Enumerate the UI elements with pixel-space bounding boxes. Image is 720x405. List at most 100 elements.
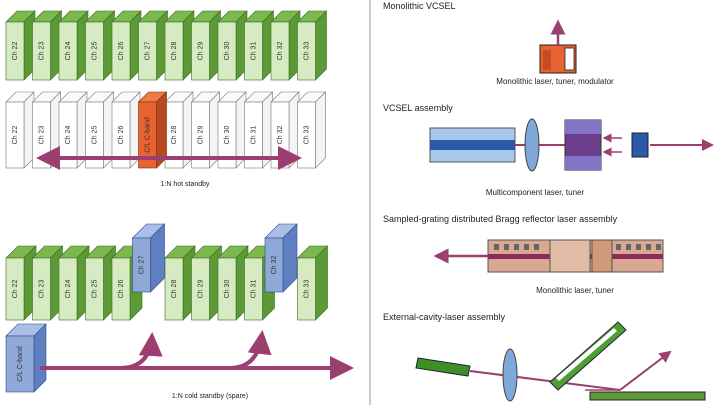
cold-card: Ch 23 <box>31 245 64 321</box>
top-card-label: Ch 23 <box>39 42 46 61</box>
hot-card: Ch 28 <box>164 91 194 169</box>
hot-card-label: Ch 29 <box>198 126 205 145</box>
top-card: Ch 22 <box>5 10 36 81</box>
grating-tooth <box>514 244 519 250</box>
top-card-label: Ch 26 <box>118 42 125 61</box>
grating-tooth <box>494 244 499 250</box>
top-card-label: Ch 29 <box>198 42 205 61</box>
cold-card-label: Ch 30 <box>224 280 231 299</box>
grating-tooth <box>646 244 651 250</box>
section-caption-vcsel-assembly: Multicomponent laser, tuner <box>486 188 585 197</box>
hot-card-label: Ch 28 <box>171 126 178 145</box>
top-card: Ch 28 <box>164 10 195 81</box>
cold-card-label: Ch 25 <box>92 280 99 299</box>
cold-card-label: Ch 31 <box>251 280 258 299</box>
top-card: Ch 30 <box>217 10 248 81</box>
cold-card: Ch 29 <box>190 245 223 321</box>
cold-card: Ch 24 <box>58 245 90 321</box>
cold-card-label: Ch 24 <box>65 280 72 299</box>
cold-card: Ch 30 <box>217 245 249 321</box>
top-card-label: Ch 31 <box>251 42 258 61</box>
cold-card: Ch 28 <box>164 245 196 321</box>
grating-tooth <box>626 244 631 250</box>
top-card-row: Ch 22 Ch 23 Ch 24 Ch 25 Ch 26 Ch 27 Ch 28 Ch 29… <box>5 10 328 81</box>
top-card: Ch 29 <box>190 10 222 81</box>
cold-card: Ch 33 <box>296 245 329 321</box>
top-card: Ch 23 <box>31 10 63 81</box>
cold-spare-card-label: Ch 32 <box>271 256 278 275</box>
cold-card: Ch 31 <box>243 245 276 321</box>
grating-tooth <box>636 244 641 250</box>
section-title-sgdbr: Sampled-grating distributed Bragg reflec… <box>383 214 618 224</box>
hot-spare-card: C/L C-band <box>137 91 168 169</box>
hot-card-label: Ch 26 <box>118 126 125 145</box>
top-card-label: Ch 32 <box>277 42 284 61</box>
hot-card-label: Ch 32 <box>277 126 284 145</box>
cold-card-label: Ch 29 <box>198 280 205 299</box>
cold-card-label: Ch 28 <box>171 280 178 299</box>
top-card-label: Ch 25 <box>92 42 99 61</box>
top-card: Ch 24 <box>58 10 89 81</box>
external-cavity-laser-icon <box>415 321 706 402</box>
cold-card-label: Ch 22 <box>12 280 19 299</box>
top-card: Ch 31 <box>243 10 275 81</box>
top-card: Ch 26 <box>111 10 142 81</box>
hot-card: Ch 24 <box>58 91 88 169</box>
cold-card-label: Ch 23 <box>39 280 46 299</box>
cold-spare-card: Ch 27 <box>131 223 166 293</box>
monolithic-vcsel-chip-icon <box>539 19 577 74</box>
cold-card: Ch 25 <box>84 245 117 321</box>
cold-cband-card: C/L C-band <box>5 323 47 393</box>
hot-card: Ch 26 <box>111 91 141 169</box>
section-caption-sgdbr: Monolithic laser, tuner <box>536 286 614 295</box>
cold-spare-card: Ch 32 <box>264 223 298 293</box>
cold-arrow-branch-2 <box>229 330 272 370</box>
section-title-vcsel-assembly: VCSEL assembly <box>383 103 453 113</box>
sgdbr-laser-icon <box>433 239 664 273</box>
hot-card-label: Ch 31 <box>251 126 258 145</box>
cold-card-label: Ch 26 <box>118 280 125 299</box>
hot-card-label: Ch 22 <box>12 126 19 145</box>
top-card-label: Ch 24 <box>65 42 72 61</box>
grating-tooth <box>524 244 529 250</box>
grating-tooth <box>504 244 509 250</box>
hot-card-label: Ch 30 <box>224 126 231 145</box>
vcsel-assembly-icon <box>429 118 714 172</box>
section-title-monolithic-vcsel: Monolithic VCSEL <box>383 1 456 11</box>
cold-cband-card-label: C/L C-band <box>17 346 24 382</box>
hot-card: Ch 31 <box>243 91 274 169</box>
top-card-label: Ch 22 <box>12 42 19 61</box>
top-card-label: Ch 30 <box>224 42 231 61</box>
grating-tooth <box>656 244 661 250</box>
section-title-external-cavity: External-cavity-laser assembly <box>383 312 506 322</box>
cold-card-label: Ch 33 <box>304 280 311 299</box>
grating-tooth <box>534 244 539 250</box>
hot-card-label: Ch 23 <box>39 126 46 145</box>
top-card-label: Ch 33 <box>304 42 311 61</box>
top-card: Ch 27 <box>137 10 169 81</box>
top-card: Ch 33 <box>296 10 328 81</box>
cold-card: Ch 22 <box>5 245 37 321</box>
hot-standby-caption: 1:N hot standby <box>160 181 210 188</box>
cold-standby-card-row: Ch 22 Ch 23 Ch 24 Ch 25 Ch 26 Ch 28 Ch 29 Ch 30… <box>5 223 354 393</box>
hot-card: Ch 22 <box>5 91 35 169</box>
right-panel: Monolithic VCSEL Monolithic laser, tuner… <box>383 1 714 402</box>
hot-standby-card-row: Ch 22 Ch 23 Ch 24 Ch 25 Ch 26 Ch 28 Ch 29 Ch 30… <box>5 91 327 170</box>
grating-tooth <box>616 244 621 250</box>
hot-card-label: Ch 33 <box>304 126 311 145</box>
section-caption-monolithic-vcsel: Monolithic laser, tuner, modulator <box>496 77 614 86</box>
top-card: Ch 25 <box>84 10 116 81</box>
cold-standby-caption: 1:N cold standby (spare) <box>172 393 248 400</box>
hot-spare-card-label: C/L C-band <box>145 117 152 153</box>
top-card-label: Ch 28 <box>171 42 178 61</box>
hot-card: Ch 25 <box>84 91 115 169</box>
top-card-label: Ch 27 <box>145 42 152 61</box>
hot-card: Ch 33 <box>296 91 327 169</box>
hot-card-label: Ch 24 <box>65 126 72 145</box>
hot-card-label: Ch 25 <box>92 126 99 145</box>
cold-spare-card-label: Ch 27 <box>139 256 146 275</box>
hot-card: Ch 30 <box>217 91 247 169</box>
top-card: Ch 32 <box>270 10 301 81</box>
cold-arrow-branch-1 <box>119 332 163 370</box>
